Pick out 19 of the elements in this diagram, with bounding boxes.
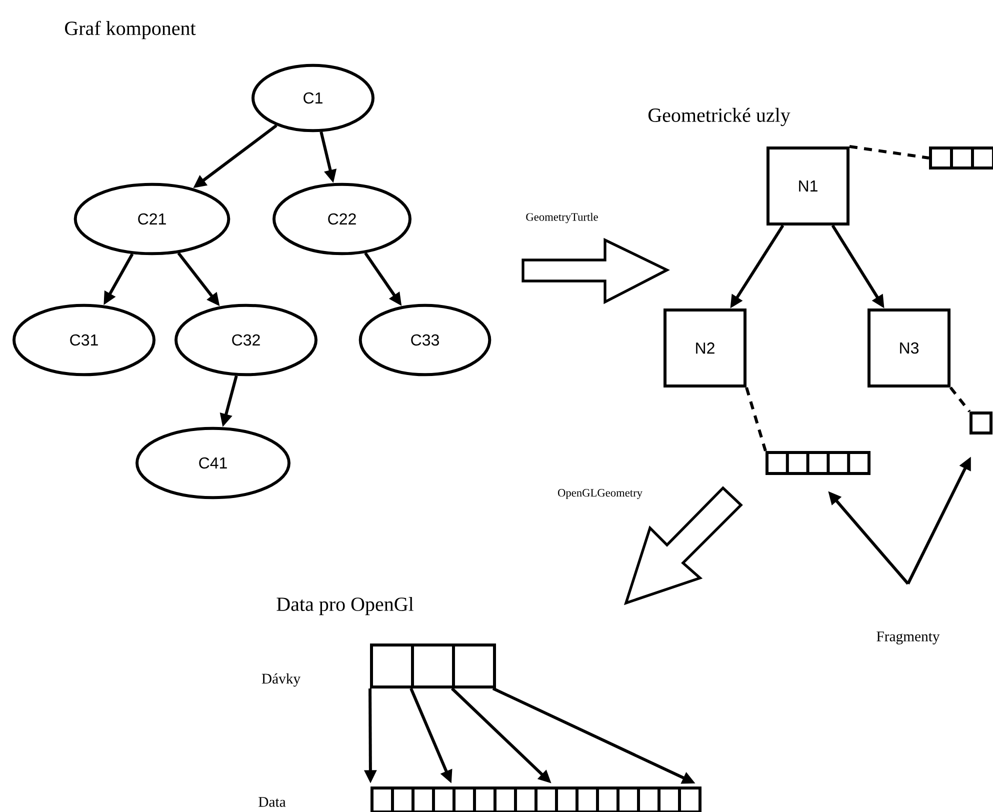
batch-array <box>370 644 496 688</box>
fragment-label: Fragmenty <box>876 632 940 644</box>
arrow-label: GeometryTurtle <box>526 212 598 224</box>
node-box: N3 <box>868 308 950 388</box>
data-array <box>370 786 702 812</box>
section-title: Geometrické uzly <box>648 108 790 126</box>
fragment-array <box>970 412 992 434</box>
fragment-array <box>766 451 870 475</box>
section-title: Graf komponent <box>65 20 196 40</box>
arrow-label: OpenGLGeometry <box>558 489 642 499</box>
section-title: Data pro OpenGl <box>276 596 414 616</box>
node-box: N1 <box>766 146 850 226</box>
row-label: Dávky <box>262 673 300 687</box>
dashed-line <box>745 387 767 452</box>
dashed-line <box>849 145 930 160</box>
dashed-line <box>949 386 971 412</box>
row-label: Data <box>258 797 286 807</box>
node-box: N2 <box>664 308 746 388</box>
fragment-array <box>929 146 993 170</box>
